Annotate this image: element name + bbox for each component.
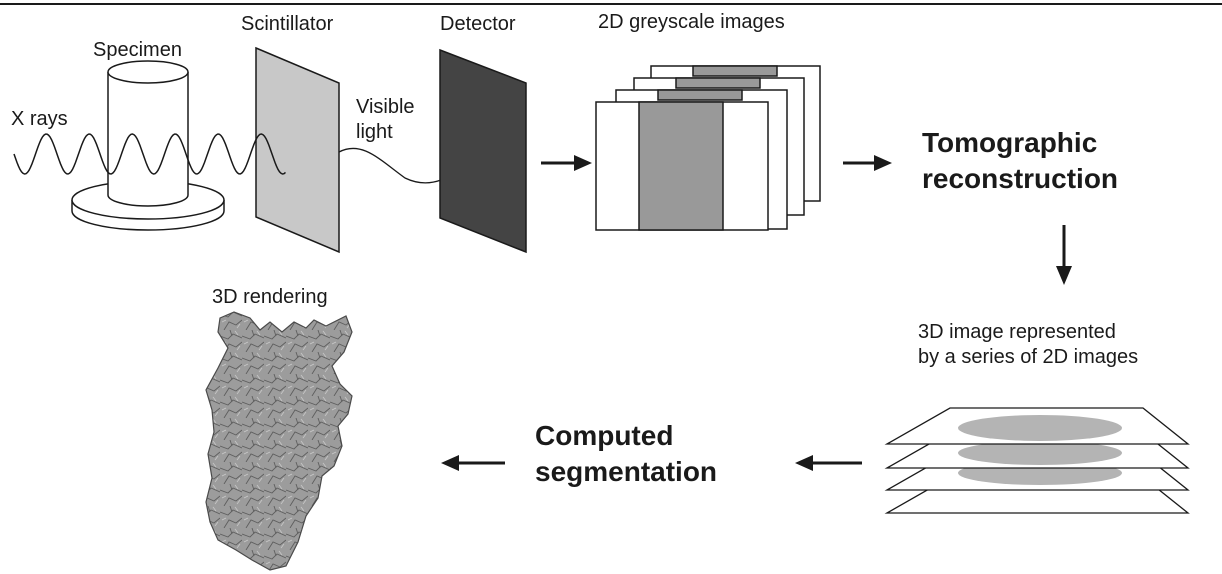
tomographic-reconstruction-label: Tomographic reconstruction xyxy=(922,125,1118,197)
image-stack-icon xyxy=(595,65,821,231)
computed-segmentation-label: Computed segmentation xyxy=(535,418,717,490)
scintillator-label: Scintillator xyxy=(241,13,334,35)
x-rays-label: X rays xyxy=(11,108,68,130)
greyscale-images-label: 2D greyscale images xyxy=(598,11,785,33)
arrow-right-head-icon xyxy=(574,155,592,171)
arrow-left-head-icon xyxy=(441,455,459,471)
image-band xyxy=(692,65,778,77)
visible-light-line2: light xyxy=(356,121,393,143)
tomographic-line1: Tomographic xyxy=(922,127,1098,158)
tomographic-line2: reconstruction xyxy=(922,163,1119,194)
image-series-label: 3D image represented by a series of 2D i… xyxy=(918,320,1138,370)
rendering-3d-label: 3D rendering xyxy=(212,286,328,308)
detector-label: Detector xyxy=(440,13,516,35)
visible-light-line1: Visible xyxy=(356,96,415,118)
image-band xyxy=(657,89,743,101)
slice-stack-icon xyxy=(884,407,1190,514)
arrow-right-head-icon xyxy=(874,155,892,171)
image-series-line2: by a series of 2D images xyxy=(918,346,1139,368)
image-band xyxy=(675,77,761,89)
specimen-icon xyxy=(71,60,225,231)
x-ray-wave-icon xyxy=(13,133,286,175)
arrow-left-head-icon xyxy=(795,455,813,471)
visible-light-label: Visible light xyxy=(356,95,415,145)
slice-ellipse xyxy=(958,441,1122,465)
slice-ellipse xyxy=(958,415,1122,441)
image-band xyxy=(638,101,724,231)
specimen-label: Specimen xyxy=(93,39,182,61)
3d-rendered-object-icon xyxy=(205,311,353,571)
detector-plate-icon xyxy=(439,48,527,254)
scintillator-plate-icon xyxy=(255,46,340,254)
segmentation-line1: Computed xyxy=(535,420,674,451)
segmentation-line2: segmentation xyxy=(535,456,718,487)
image-series-line1: 3D image represented xyxy=(918,321,1116,343)
arrow-down-head-icon xyxy=(1056,266,1072,285)
